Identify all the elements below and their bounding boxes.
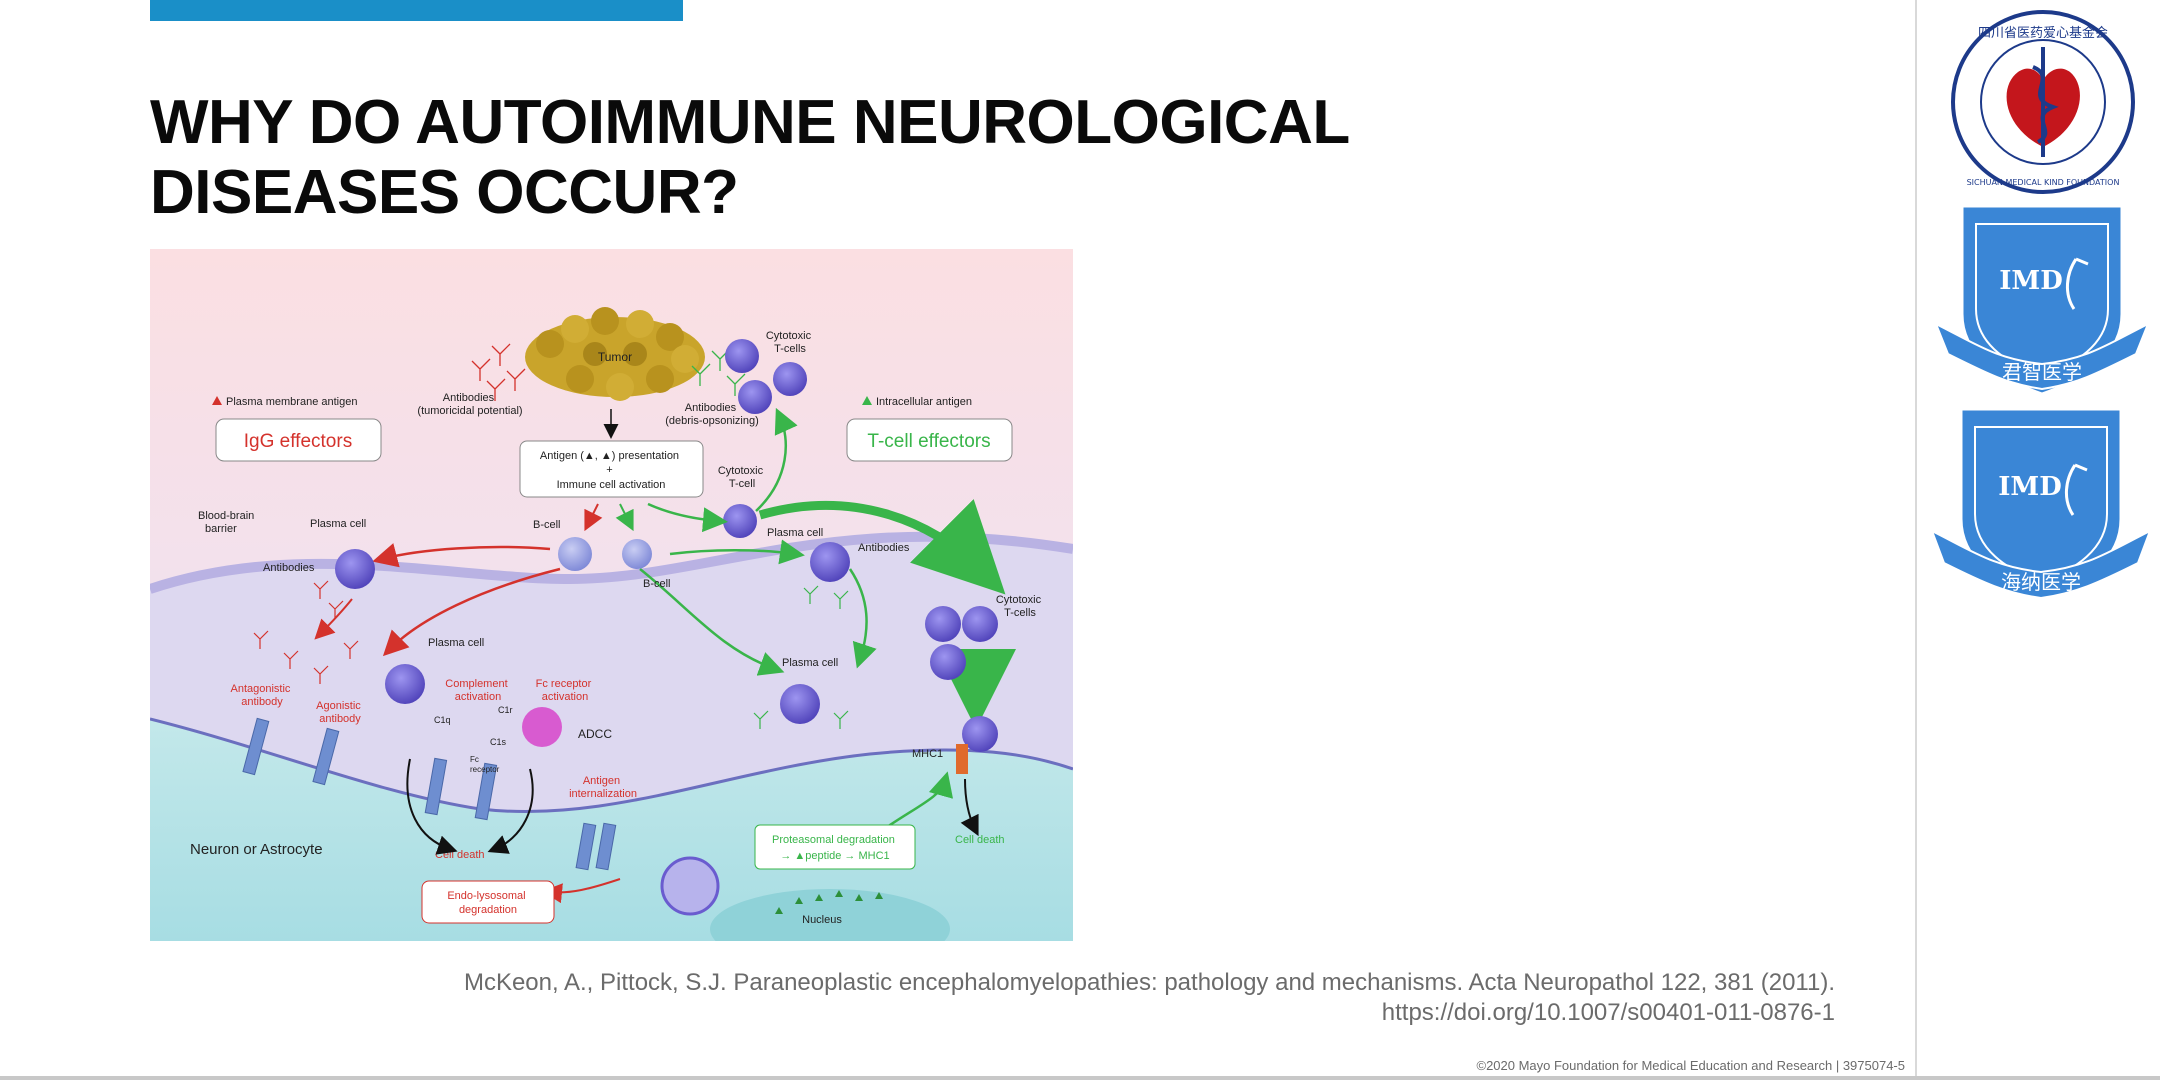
red-antigen-icon [212,396,222,405]
title-line-2: DISEASES OCCUR? [150,158,739,227]
plasma-cell-label-left: Plasma cell [310,518,366,530]
haina-text: 海纳医学 [2001,570,2081,594]
cytotoxic-tcells-top-label: Cytotoxic T-cells [766,330,814,355]
autoimmune-mechanism-figure: Tumor Antibodies (tumoricidal potential)… [150,249,1073,941]
plasma-cell-label-lower: Plasma cell [428,637,484,649]
fc-receptor-small-label: Fc receptor [470,755,500,774]
sichuan-foundation-logo: 四川省医药爱心基金会 SICHUAN MEDICAL KIND FOUNDATI… [1951,10,2135,194]
imd-text-2: IMD [1998,472,2062,502]
cytotoxic-tcell-mid-label: Cytotoxic T-cell [718,465,766,490]
junzhi-imd-logo: IMD 君智医学 [1936,204,2148,396]
plasma-cell-left [335,549,375,589]
membrane-receptors [242,717,617,871]
red-arrows [314,503,621,904]
nucleus-label: Nucleus [802,914,842,926]
tumor-label: Tumor [598,350,632,364]
mhc1-label: MHC1 [912,748,943,760]
antigen-internalization-label: Antigen internalization [569,775,637,800]
igg-effectors-box [215,418,382,462]
tumor-mass [525,307,705,401]
antibodies-brain-icon [253,580,359,684]
nucleus-shape [710,889,950,941]
antibodies-label-right: Antibodies [858,542,910,554]
antibodies-green-brain-icon [753,585,849,729]
bbb-label: Blood-brain barrier [198,510,257,535]
b-cell-right [622,539,652,569]
copyright-footer: ©2020 Mayo Foundation for Medical Educat… [1476,1058,1905,1073]
tcell-effectors-label: T-cell effectors [867,431,990,452]
slide-title: WHY DO AUTOIMMUNE NEUROLOGICAL DISEASES … [150,88,1450,228]
fc-receptor-activation-label: Fc receptor activation [536,678,595,703]
igg-effectors-label: IgG effectors [244,431,352,452]
citation: McKeon, A., Pittock, S.J. Paraneoplastic… [435,968,1835,1028]
endo-lysosomal-label: Endo-lysosomal degradation [447,890,528,916]
plasma-cell-center [780,684,820,724]
cell-death-right-label: Cell death [955,834,1005,846]
green-arrows [615,407,1016,841]
tcell-effectors-box [846,418,1013,462]
cytotoxic-tcells-right [925,606,998,680]
mhc1-receptor [956,744,968,774]
complement-activation-label: Complement activation [445,678,510,703]
antibodies-debris-icon [691,348,746,396]
antagonistic-antibody-label: Antagonistic antibody [231,683,294,708]
cell-death-arrows [406,758,979,855]
foundation-ring-text: 四川省医药爱心基金会 [1978,25,2108,41]
antibodies-debris-label: Antibodies (debris-opsonizing) [665,402,759,427]
slide-edge-rule [1915,0,1917,1080]
b-cell-label-left: B-cell [533,519,561,531]
fc-receptor-cell [522,707,562,747]
proteasomal-box [754,824,916,870]
green-antigen-icon [862,396,872,405]
antibodies-tumoricidal-icon [471,343,526,401]
haina-imd-logo: IMD 海纳医学 [1932,407,2150,602]
banner-ribbon-2 [1932,529,2150,600]
agonistic-antibody-label: Agonistic antibody [316,700,364,725]
bird-icon-2 [2065,463,2088,516]
title-line-1: WHY DO AUTOIMMUNE NEUROLOGICAL [150,88,1350,157]
b-cell-left [558,537,592,571]
neuron-or-astrocyte-label: Neuron or Astrocyte [190,841,323,858]
c1r-label: C1r [498,705,513,715]
endosome [660,856,720,916]
nucleus-peptides [775,890,883,914]
junzhi-text: 君智医学 [2002,360,2082,384]
caduceus-icon [2032,47,2059,157]
plasma-membrane-antigen-label: Plasma membrane antigen [226,396,357,408]
citation-doi: https://doi.org/10.1007/s00401-011-0876-… [1381,999,1835,1026]
antigen-presentation-label: Antigen (▲, ▲) presentation + Immune cel… [540,450,682,491]
citation-reference: McKeon, A., Pittock, S.J. Paraneoplastic… [463,969,1835,996]
antigen-presentation-box [519,440,704,498]
blood-brain-barrier [150,531,1073,594]
bottom-edge-rule [0,1076,2160,1080]
intracellular-antigen-label: Intracellular antigen [876,396,972,408]
tcell-at-mhc1 [962,716,998,752]
banner-ribbon [1936,322,2148,391]
plasma-cell-label-right: Plasma cell [767,527,823,539]
antibodies-label-left: Antibodies [263,562,315,574]
imd-text: IMD [1999,266,2063,296]
endo-lysosomal-box [421,880,555,924]
cytotoxic-tcells-top [725,339,807,414]
plasma-cell-right [810,542,850,582]
cell-death-left-label: Cell death [435,849,485,861]
c1q-label: C1q [434,715,451,725]
cytotoxic-tcell-mid [723,504,757,538]
proteasomal-label: Proteasomal degradation → ▲peptide → MHC… [772,834,898,862]
plasma-cell-label-center: Plasma cell [782,657,838,669]
plasma-cell-lower [385,664,425,704]
b-cell-label-right: B-cell [643,578,671,590]
cytotoxic-tcells-right-label: Cytotoxic T-cells [996,594,1044,619]
bird-icon [2066,257,2089,310]
foundation-ring-text-en: SICHUAN MEDICAL KIND FOUNDATION [1967,178,2120,187]
c1s-label: C1s [490,737,507,747]
top-accent-bar [150,0,683,21]
adcc-label: ADCC [578,727,612,741]
antibodies-tumoricidal-label: Antibodies (tumoricidal potential) [417,392,522,417]
